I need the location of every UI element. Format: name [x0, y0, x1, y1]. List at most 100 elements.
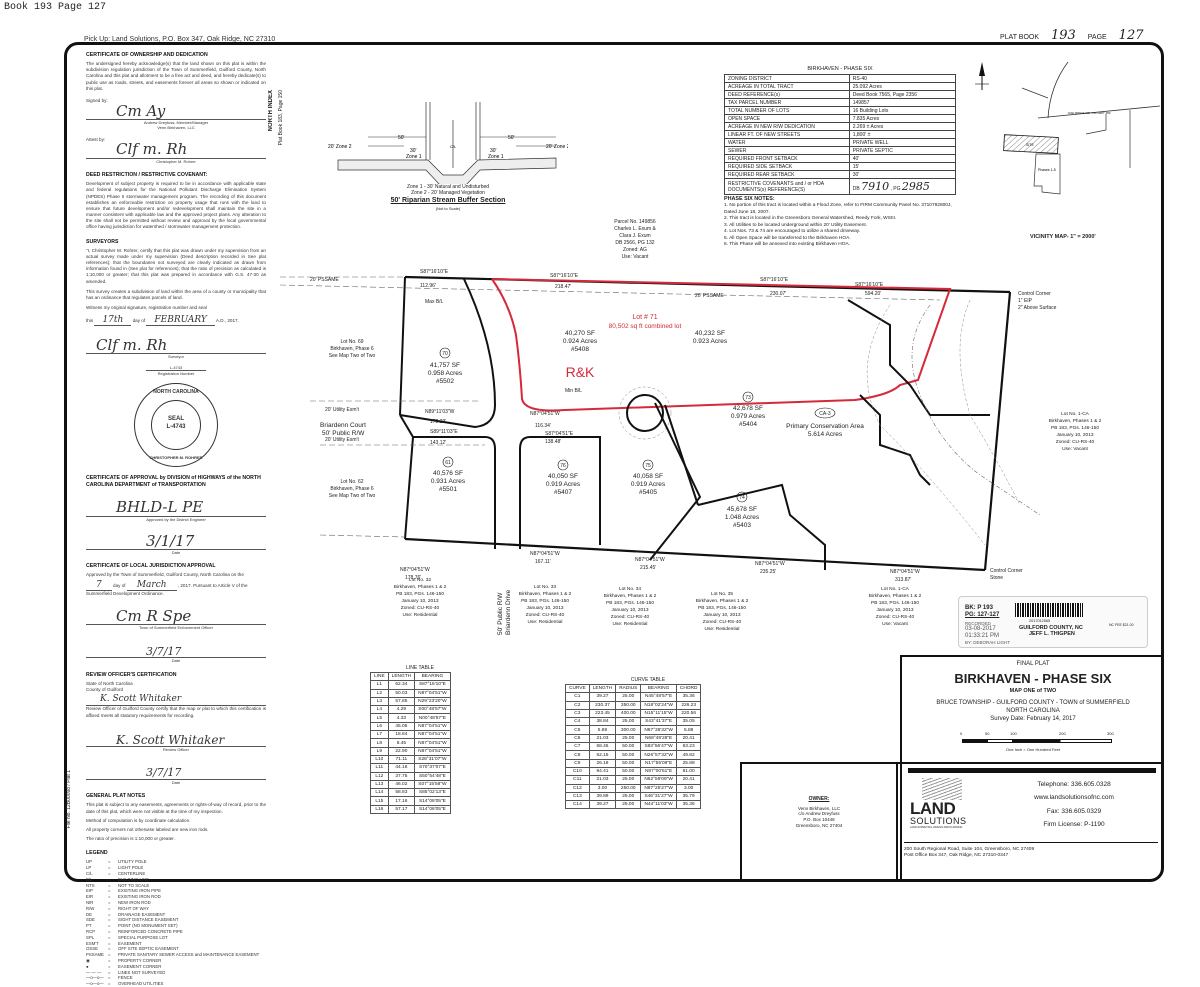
firm-header-bar — [908, 768, 1156, 773]
table-cell: 17.16 — [387, 796, 416, 806]
logo-tagline: LAND SURVEYING, DESIGN AND PLANNING — [910, 826, 963, 829]
svg-text:40,232 SF: 40,232 SF — [695, 330, 725, 337]
svg-text:Zoned: CU-RS-40: Zoned: CU-RS-40 — [611, 614, 650, 620]
survey-month: FEBRUARY — [146, 315, 215, 327]
table-cell: L3 — [370, 696, 389, 707]
legend-value: OVERHEAD UTILITIES — [118, 981, 164, 987]
svg-text:30': 30' — [410, 148, 417, 154]
table-cell: N62°59'09"W — [640, 775, 677, 785]
table-cell: L14 — [370, 788, 389, 798]
svg-text:20' PSSAME: 20' PSSAME — [695, 293, 724, 299]
svg-text:Control Corner: Control Corner — [990, 568, 1023, 574]
table-cell: S87°16'10"E — [414, 680, 451, 690]
table-cell: 25.00 — [615, 717, 642, 727]
table-cell: 94.41 — [588, 766, 617, 777]
seal-number: L-4743 — [166, 423, 186, 430]
svg-text:Parcel No. 149856: Parcel No. 149856 — [614, 219, 656, 225]
signed-name: Andrew Dreyfuss, Member/Manager — [143, 119, 209, 125]
location-line-1: BRUCE TOWNSHIP - GUILFORD COUNTY - TOWN … — [936, 700, 1130, 706]
phase-notes-title: PHASE SIX NOTES: — [724, 196, 775, 202]
table-cell: 20.41 — [675, 733, 702, 744]
firm-box: LAND SOLUTIONS LAND SURVEYING, DESIGN AN… — [900, 764, 1162, 882]
table-cell: 57.85 — [387, 696, 416, 707]
table-cell: 50.00 — [615, 742, 642, 752]
deed-restriction-body: Development of subject property is requi… — [86, 181, 266, 230]
table-cell: N00°48'57"E — [414, 713, 451, 723]
zoning-key: ACREAGE IN TOTAL TRACT — [724, 82, 850, 91]
table-cell: C7 — [565, 742, 590, 752]
stamp-county: GUILFORD COUNTY, NC JEFF L. THIGPEN — [1019, 625, 1083, 638]
svg-text:Min B/L: Min B/L — [565, 388, 582, 394]
owner-firm-row: OWNER: Venn Birkhaven, LLC c/o Andrew Dr… — [740, 762, 1164, 882]
vicinity-map-title: VICINITY MAP- 1" = 2000' — [1030, 234, 1096, 240]
svg-text:143.12': 143.12' — [430, 440, 446, 446]
legend-item: EIR=EXISTING IRON ROD — [86, 894, 266, 900]
table-cell: C8 — [565, 750, 590, 760]
plat-subtitle: MAP ONE of TWO — [1009, 688, 1057, 694]
legend-equals: = — [108, 981, 111, 987]
phase-six-notes: PHASE SIX NOTES: 1. No portion of this t… — [724, 196, 964, 249]
zoning-key: REQUIRED REAR SETBACK — [724, 170, 850, 179]
legend-key: EIR — [86, 894, 94, 900]
zoning-key: WATER — [724, 138, 850, 147]
logo-land: LAND — [910, 799, 956, 818]
svg-text:PB 183, PGs. 146-150: PB 183, PGs. 146-150 — [606, 600, 654, 606]
table-cell: 50.03 — [387, 688, 416, 698]
dot-date-label: Date — [171, 550, 181, 556]
table-cell: 50.00 — [615, 758, 642, 768]
table-cell: 3.00 — [675, 783, 702, 793]
svg-text:70: 70 — [442, 351, 448, 357]
svg-text:#5407: #5407 — [554, 489, 572, 496]
owner-box: OWNER: Venn Birkhaven, LLC c/o Andrew Dr… — [740, 764, 898, 882]
stamp-recorded-info: RECORDED 03-08-2017 01:33:21 PM BY: DEBO… — [965, 621, 1010, 645]
svg-text:#5502: #5502 — [436, 378, 454, 385]
table-cell: 71.11 — [387, 754, 416, 765]
svg-text:172.23': 172.23' — [430, 419, 446, 425]
covenants-row: RESTRICTIVE COVENANTS and / or HOA DOCUM… — [724, 178, 957, 195]
zoning-key: TOTAL NUMBER OF LOTS — [724, 106, 850, 115]
legend-key: UP — [86, 859, 92, 865]
table-cell: 52.15 — [588, 750, 617, 760]
svg-text:PB 183, PGs. 146-150: PB 183, PGs. 146-150 — [698, 605, 746, 611]
table-cell: C6 — [565, 733, 590, 744]
scale-tick: 50 — [985, 731, 990, 736]
table-cell: 22.90 — [387, 746, 416, 756]
zone2-description: Zone 2 - 20' Managed Vegetation — [411, 190, 485, 196]
zone-descriptions: Zone 1 - 30' Natural and Undisturbed Zon… — [348, 184, 548, 196]
table-cell: 63.23 — [675, 742, 702, 752]
pg-label: PG — [893, 186, 901, 192]
table-cell: N87°04'51"W — [414, 721, 451, 732]
svg-text:41,757 SF: 41,757 SF — [430, 362, 460, 369]
ownership-title: CERTIFICATE OF OWNERSHIP AND DEDICATION — [86, 52, 208, 58]
table-cell: L11 — [370, 763, 389, 773]
column-header: LENGTH — [588, 683, 617, 694]
table-cell: 45.05 — [387, 721, 416, 732]
column-header: RADIUS — [615, 683, 642, 694]
table-cell: L10 — [370, 754, 389, 765]
vicinity-map: SITE Phases 1-5 OAK RIDGE RD - NC HWY 15… — [950, 56, 1161, 246]
review-county: County of Guilford — [86, 686, 124, 692]
legend-key: B/L — [86, 876, 93, 882]
svg-text:C/L: C/L — [450, 144, 457, 149]
table-cell: C9 — [565, 758, 590, 768]
table-cell: L12 — [370, 771, 389, 781]
svg-text:S87°16'10"E: S87°16'10"E — [420, 269, 449, 275]
table-cell: 26.18 — [588, 758, 617, 768]
seal-center: SEAL L-4743 — [151, 399, 201, 450]
north-arrow-icon — [975, 62, 989, 90]
table-cell: L2 — [370, 688, 389, 698]
local-date-label: Date — [171, 658, 181, 664]
